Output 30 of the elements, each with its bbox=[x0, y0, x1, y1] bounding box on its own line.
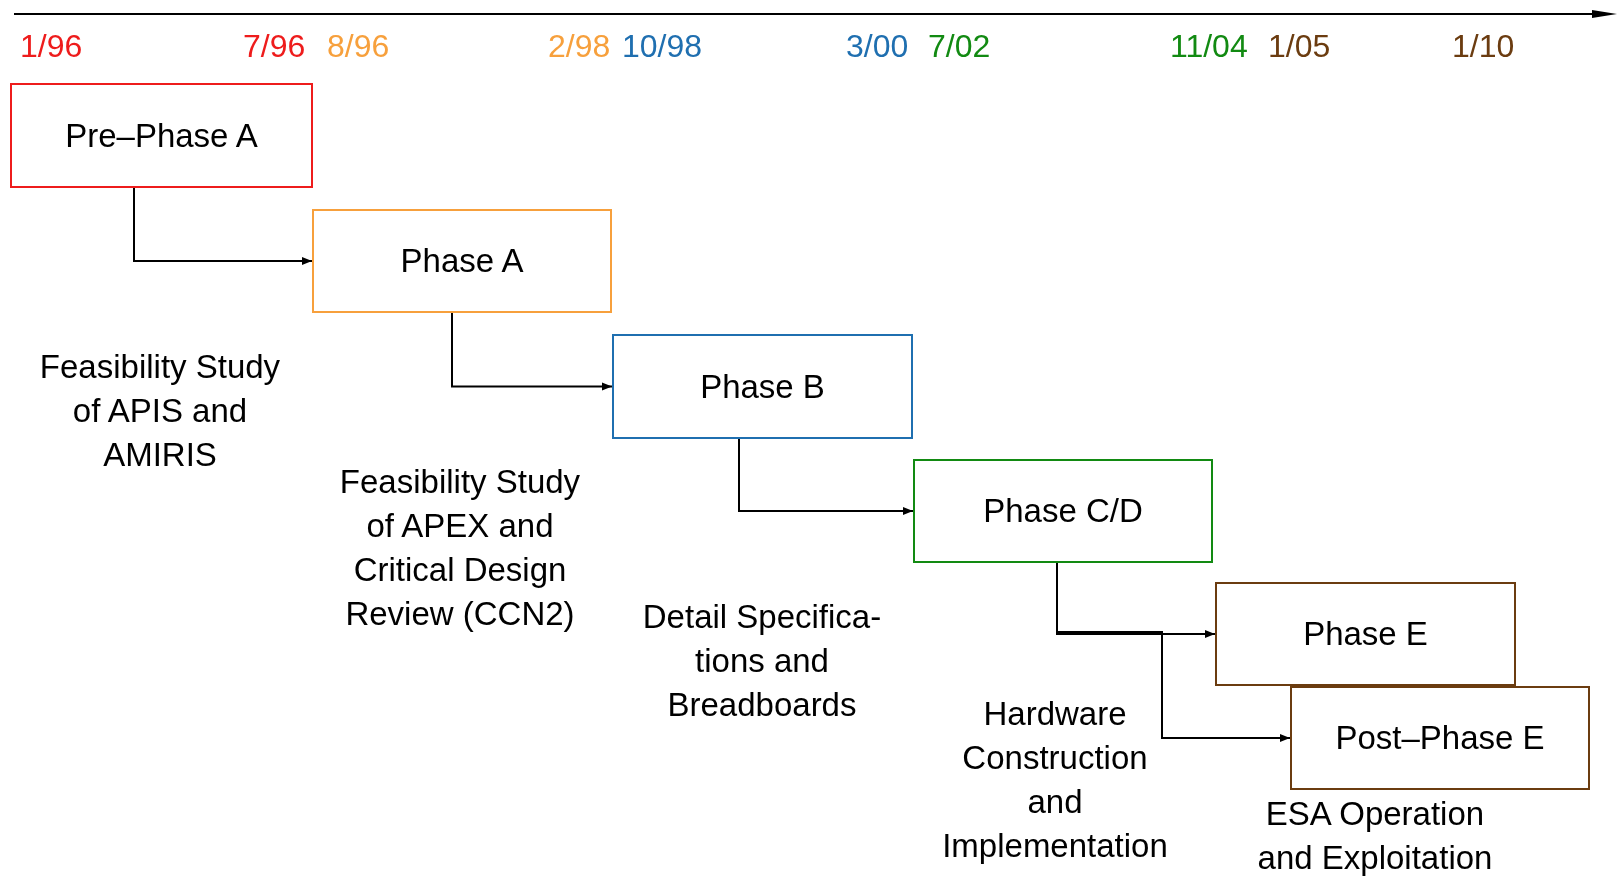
phase-description: Feasibility Study of APIS and AMIRIS bbox=[38, 347, 282, 475]
phase-title: Phase A bbox=[400, 242, 524, 280]
phase-box bbox=[1290, 686, 1590, 790]
date-label: 3/00 bbox=[846, 28, 909, 64]
date-label: 2/98 bbox=[548, 28, 611, 64]
connector-arrow bbox=[133, 187, 313, 265]
date-label: 7/96 bbox=[243, 28, 306, 64]
phase-description: Detail Specifica- tions and Breadboards bbox=[641, 597, 883, 725]
phase-title: Phase E bbox=[1303, 615, 1428, 653]
date-label: 1/05 bbox=[1268, 28, 1331, 64]
date-label: 7/02 bbox=[928, 28, 991, 64]
phase-box bbox=[913, 459, 1213, 563]
phase-box bbox=[1215, 582, 1516, 686]
date-label: 8/96 bbox=[327, 28, 390, 64]
date-label: 1/10 bbox=[1452, 28, 1515, 64]
phase-title: Phase B bbox=[700, 367, 825, 406]
date-label: 10/98 bbox=[622, 28, 703, 64]
phase-description: Feasibility Study of APEX and Critical Design Review (CCN2) bbox=[338, 462, 582, 634]
phase-box bbox=[612, 334, 913, 439]
phase-title: Pre–Phase A bbox=[65, 116, 258, 155]
phase-box bbox=[10, 83, 313, 188]
connector-arrow bbox=[738, 438, 914, 515]
phase-title: Phase C/D bbox=[983, 492, 1143, 530]
phase-box bbox=[312, 209, 612, 313]
phase-description: ESA Operation and Exploitation bbox=[1256, 794, 1494, 878]
date-label: 11/04 bbox=[1170, 28, 1248, 64]
phase-description: Hardware Construction and Implementation bbox=[941, 694, 1169, 866]
connector-arrow bbox=[451, 312, 613, 391]
phase-title: Post–Phase E bbox=[1335, 719, 1545, 757]
date-label: 1/96 bbox=[20, 28, 83, 64]
